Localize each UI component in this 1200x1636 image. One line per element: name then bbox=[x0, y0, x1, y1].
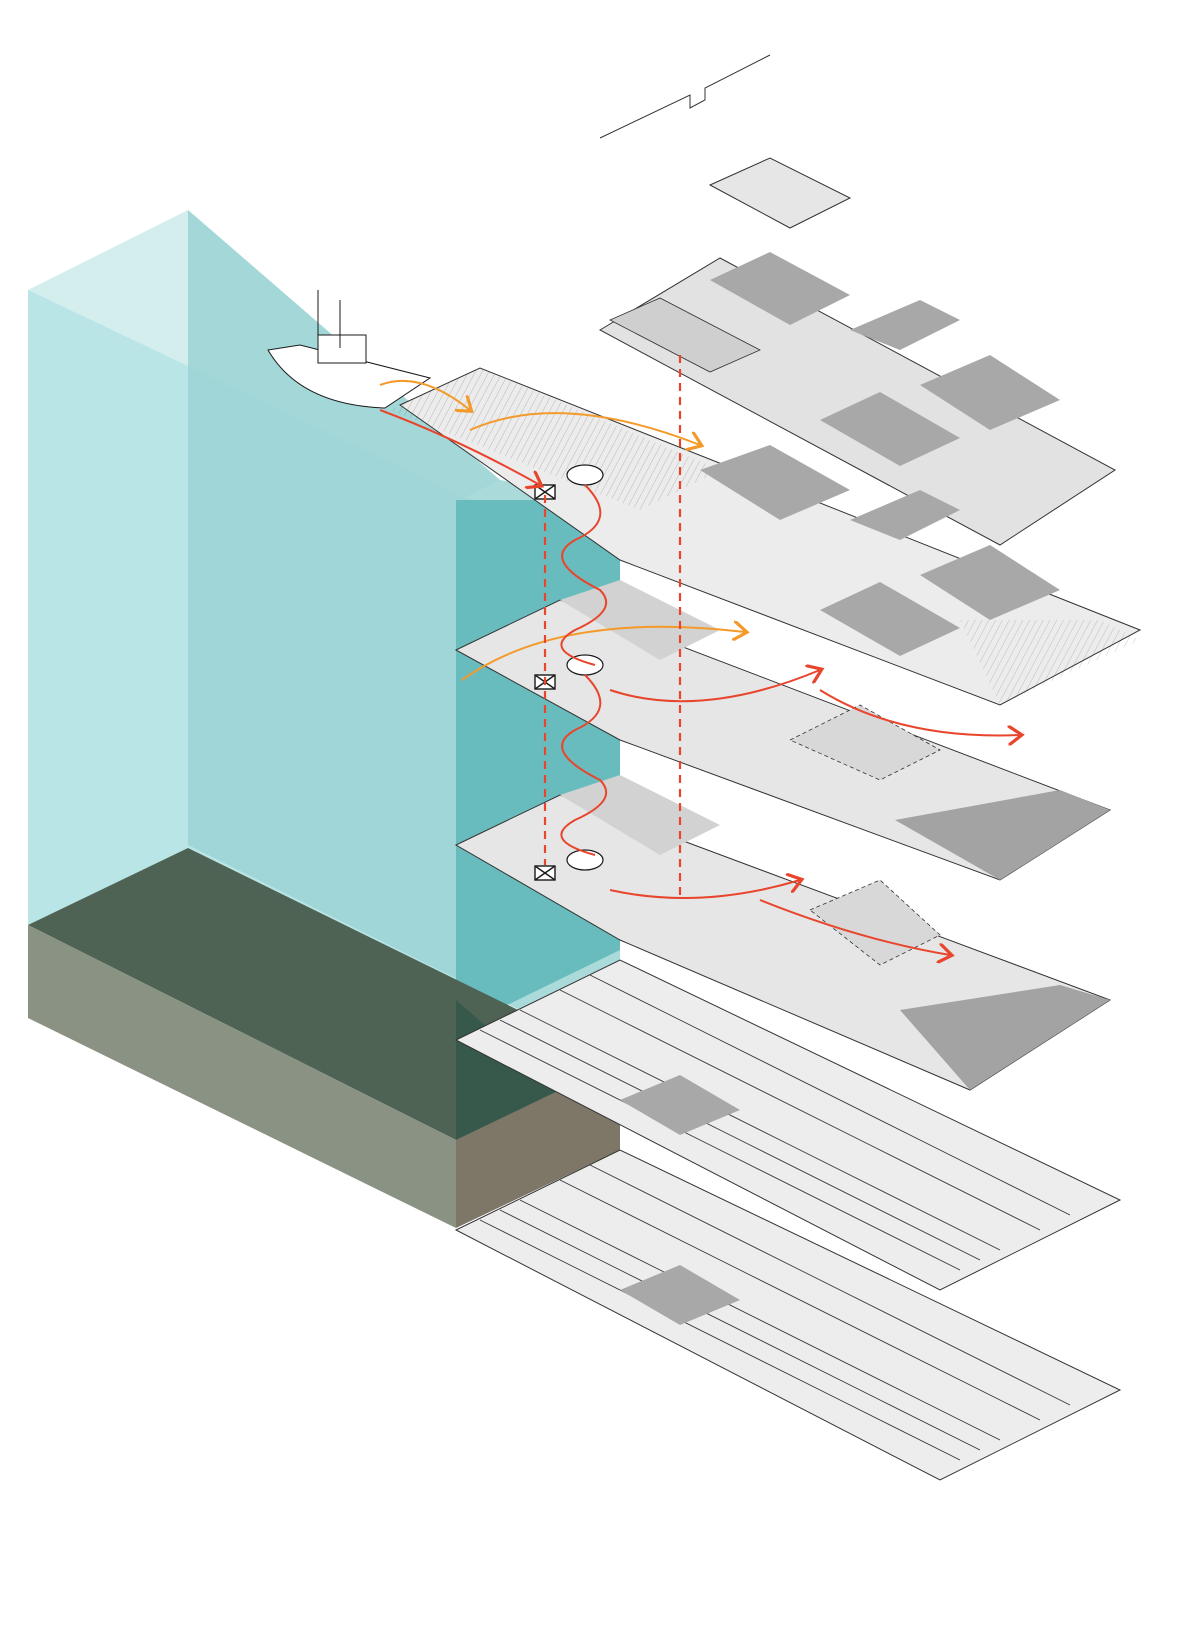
floor-plate-level-6 bbox=[454, 1149, 1122, 1481]
room-dark bbox=[850, 300, 960, 350]
vertical-movement-arrow bbox=[543, 355, 682, 900]
dock-flow-arrow bbox=[379, 379, 745, 681]
seabed-block bbox=[28, 848, 620, 1228]
spiral-stair-flow bbox=[560, 484, 608, 856]
room-dark bbox=[700, 445, 850, 520]
spiral-stair bbox=[566, 464, 604, 871]
floor-plate-level-1 bbox=[598, 252, 1116, 546]
room-dark bbox=[895, 790, 1110, 880]
room-dark bbox=[820, 392, 960, 466]
room-dark bbox=[920, 545, 1060, 620]
room-dark bbox=[920, 355, 1060, 430]
room-dark bbox=[820, 582, 960, 656]
room-dark bbox=[620, 1265, 740, 1325]
room-dark bbox=[900, 985, 1110, 1090]
roof-skylight-block bbox=[708, 157, 852, 229]
room-mid bbox=[609, 297, 761, 373]
room-dark bbox=[710, 252, 850, 325]
water-deep-face bbox=[456, 500, 620, 1030]
grid-lines bbox=[479, 974, 1071, 1271]
floor-plate-level-5 bbox=[454, 959, 1122, 1291]
grid-lines bbox=[479, 1164, 1071, 1461]
people-flow-arrow bbox=[379, 409, 1020, 955]
deck-hatch bbox=[960, 620, 1140, 705]
room-mid bbox=[789, 704, 941, 781]
roof-outline bbox=[599, 54, 852, 229]
room-dark bbox=[620, 1075, 740, 1135]
room-mid bbox=[809, 879, 941, 966]
seabed-left-face bbox=[28, 925, 456, 1228]
fishing-boat bbox=[267, 290, 432, 409]
room-dark bbox=[850, 490, 960, 540]
